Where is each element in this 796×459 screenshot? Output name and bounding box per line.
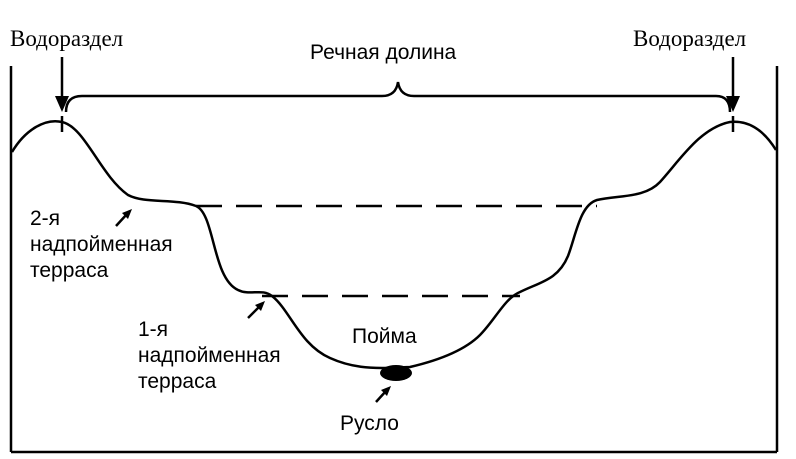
terrace-2-label-line-1: 2-я xyxy=(30,207,61,230)
terrace-1-label-line-1: 1-я xyxy=(138,318,169,341)
valley-profile-line xyxy=(10,120,778,370)
river-valley-label: Речная долина xyxy=(310,41,457,64)
watershed-left-label: Водораздел xyxy=(10,26,124,51)
channel-pointer-arrow xyxy=(375,386,391,403)
channel-label: Русло xyxy=(340,412,399,435)
terrace-2-pointer-arrow xyxy=(115,209,132,227)
river-channel-shape xyxy=(380,365,412,381)
watershed-left-arrow xyxy=(55,57,69,112)
terrace-1-label-line-2: надпойменная xyxy=(138,344,281,367)
floodplain-label: Пойма xyxy=(352,325,417,348)
terrace-2-label-line-3: терраса xyxy=(30,259,109,282)
terrace-2-label-line-2: надпойменная xyxy=(30,233,173,256)
watershed-right-arrow xyxy=(726,57,740,112)
terrace-2-label: 2-я надпойменная терраса xyxy=(30,206,173,284)
terrace-1-label: 1-я надпойменная терраса xyxy=(138,317,281,395)
terrace-1-pointer-arrow xyxy=(247,301,265,319)
terrace-1-label-line-3: терраса xyxy=(138,370,217,393)
watershed-right-label: Водораздел xyxy=(633,26,747,51)
river-valley-brace xyxy=(64,81,732,113)
